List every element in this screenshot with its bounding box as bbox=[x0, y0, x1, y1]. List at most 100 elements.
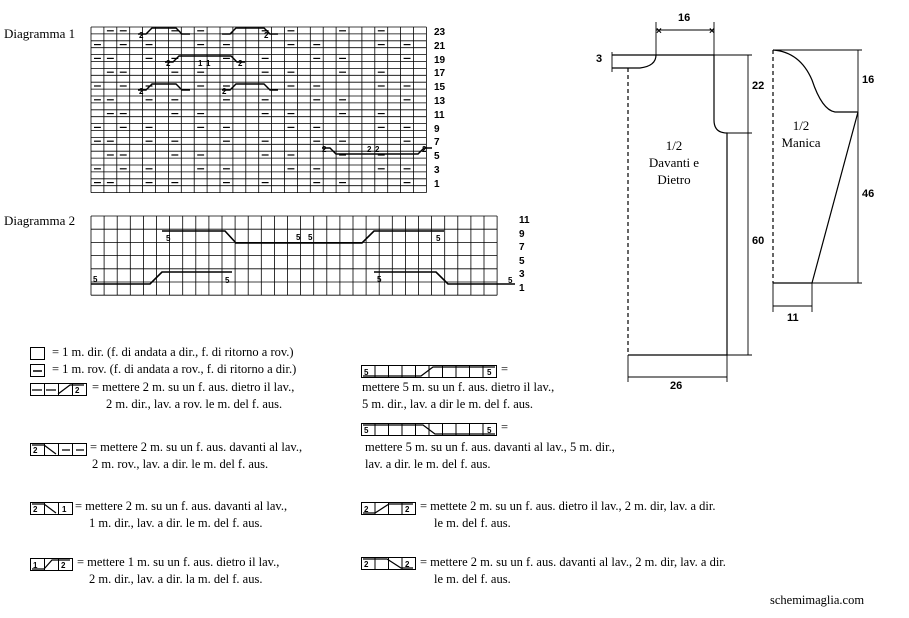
cable-number: 5 bbox=[225, 276, 230, 285]
legend-cable-2-front-purl: = mettere 2 m. su un f. aus. davanti al … bbox=[90, 439, 302, 473]
cable-number: 1 bbox=[198, 59, 203, 68]
body-outline bbox=[628, 54, 728, 356]
diagram2-title: Diagramma 2 bbox=[4, 213, 76, 228]
symbol-number: 2 bbox=[405, 560, 410, 569]
symbol-frame bbox=[30, 558, 73, 571]
diagram1-row-label: 17 bbox=[434, 68, 446, 80]
legend-cable-2-front-purl-l1: = mettere 2 m. su un f. aus. davanti al … bbox=[90, 440, 303, 454]
cable-2-front-purl-symbol: 2 bbox=[30, 443, 87, 456]
legend-cable-2-front-1-l1: = mettere 2 m. su un f. aus. davanti al … bbox=[75, 499, 288, 513]
cable-number: 2 bbox=[238, 59, 243, 68]
legend-knit: = 1 m. dir. (f. di andata a dir., f. di … bbox=[52, 345, 294, 359]
symbol-number: 2 bbox=[33, 505, 38, 514]
legend-cable-2-front-purl-l2: 2 m. rov., lav. a dir. le m. del f. aus. bbox=[92, 457, 269, 471]
diagram1-row-label: 9 bbox=[434, 123, 440, 135]
diagram1-title: Diagramma 1 bbox=[4, 26, 76, 41]
diagram1-row-label: 3 bbox=[434, 165, 440, 176]
symbol-number: 1 bbox=[62, 505, 67, 514]
cable-number: 2 bbox=[264, 31, 269, 40]
legend-cable-2-back-knit-l1: = mettete 2 m. su un f. aus. dietro il l… bbox=[420, 499, 716, 513]
diagram1-row-label: 23 bbox=[434, 27, 446, 38]
cable-number: 5 bbox=[377, 275, 382, 284]
symbol-number: 5 bbox=[364, 368, 369, 377]
cable-number: 2 bbox=[222, 87, 227, 96]
symbol-number: 5 bbox=[487, 426, 492, 435]
dim-sleeve-length: 46 bbox=[862, 188, 875, 200]
legend-cable-2-back: = mettere 2 m. su un f. aus. dietro il l… bbox=[92, 379, 294, 413]
symbol-number: 1 bbox=[33, 561, 38, 570]
legend-cable-1-back-l2: 2 m. dir., lav. a dir. la m. del f. aus. bbox=[89, 572, 263, 586]
diagram1-row-label: 19 bbox=[434, 54, 446, 66]
cable-number: 1 bbox=[206, 59, 211, 68]
legend-cable-5-front-eq: = bbox=[501, 420, 509, 434]
legend-cable-2-front-knit-l1: = mettere 2 m. su un f. aus. davanti al … bbox=[420, 555, 726, 569]
legend-cable-2-back-knit-l2: le m. del f. aus. bbox=[434, 516, 511, 530]
cable-number: 5 bbox=[166, 234, 171, 243]
diagram1-row-label: 7 bbox=[434, 137, 440, 149]
symbol-stroke bbox=[363, 366, 495, 377]
cable-number: 5 bbox=[436, 234, 441, 243]
symbol-number: 2 bbox=[364, 560, 369, 569]
body-label-line2: Davanti e bbox=[648, 155, 700, 170]
dim-body-length: 60 bbox=[752, 235, 765, 247]
symbol-stroke bbox=[363, 503, 413, 514]
diagram1-row-label: 13 bbox=[434, 96, 446, 107]
sleeve-label: 1/2 Manica bbox=[773, 117, 829, 151]
legend-cable-2-back-l2: 2 m. dir., lav. a rov. le m. del f. aus. bbox=[106, 397, 283, 411]
cable-number: 5 bbox=[508, 276, 513, 285]
body-label: 1/2 Davanti e Dietro bbox=[634, 137, 714, 188]
diagram1-cables bbox=[138, 27, 432, 155]
cable-number: 5 bbox=[93, 275, 98, 284]
diagram2-row-label: 1 bbox=[519, 282, 525, 294]
legend-cable-2-back-knit: = mettete 2 m. su un f. aus. dietro il l… bbox=[420, 498, 716, 532]
symbol-number: 2 bbox=[364, 505, 369, 514]
symbol-number: 2 bbox=[61, 561, 66, 570]
dim-bottom-width: 26 bbox=[670, 380, 683, 392]
cable-number: 5 bbox=[296, 233, 301, 242]
sleeve-label-line2: Manica bbox=[781, 135, 821, 150]
sleeve-cap bbox=[772, 49, 858, 113]
symbol-stroke bbox=[363, 558, 413, 569]
legend-cable-2-front-knit-l2: le m. del f. aus. bbox=[434, 572, 511, 586]
dim-sleeve-cap: 16 bbox=[862, 74, 875, 86]
diagram1-row-label: 21 bbox=[434, 40, 446, 52]
legend-cable-5-front-l2: lav. a dir. le m. del f. aus. bbox=[365, 457, 491, 471]
diagram2-row-label: 9 bbox=[519, 228, 525, 240]
legend-cable-5-front: mettere 5 m. su un f. aus. davanti al la… bbox=[365, 439, 615, 473]
svg-text:×: × bbox=[656, 26, 662, 37]
diagram2-row-label: 5 bbox=[519, 255, 525, 267]
legend-cable-2-back-l1: = mettere 2 m. su un f. aus. dietro il l… bbox=[92, 380, 295, 394]
dim-top-width: 16 bbox=[678, 12, 691, 24]
cable-number: 2 bbox=[375, 145, 380, 154]
legend-purl: = 1 m. rov. (f. di andata a rov., f. di … bbox=[52, 362, 297, 376]
dim-cuff-width: 11 bbox=[787, 312, 799, 324]
cable-number: 2 bbox=[367, 145, 372, 154]
diagram1-row-label: 1 bbox=[434, 178, 440, 190]
knit-symbol bbox=[30, 347, 45, 360]
body-label-line3: Dietro bbox=[657, 172, 691, 187]
legend-cable-5-back-l1: mettere 5 m. su un f. aus. dietro il lav… bbox=[362, 380, 555, 394]
symbol-stroke bbox=[32, 559, 70, 570]
cable-number: 2 bbox=[139, 87, 144, 96]
dim-armhole: 22 bbox=[752, 80, 765, 92]
cable-number: 2 bbox=[139, 31, 144, 40]
legend-cable-5-front-l1: mettere 5 m. su un f. aus. davanti al la… bbox=[365, 440, 615, 454]
legend-cable-5-back: mettere 5 m. su un f. aus. dietro il lav… bbox=[362, 379, 554, 413]
legend-cable-1-back-l1: = mettere 1 m. su un f. aus. dietro il l… bbox=[77, 555, 280, 569]
diagram2-row-label: 11 bbox=[519, 215, 530, 226]
legend-cable-2-front-knit: = mettere 2 m. su un f. aus. davanti al … bbox=[420, 554, 726, 588]
symbol-number: 2 bbox=[75, 386, 80, 395]
diagram2-row-label: 7 bbox=[519, 242, 525, 253]
symbol-stroke bbox=[32, 444, 57, 455]
legend-cable-1-back: = mettere 1 m. su un f. aus. dietro il l… bbox=[77, 554, 279, 588]
purl-symbol bbox=[30, 364, 45, 377]
symbol-stroke bbox=[32, 503, 57, 514]
